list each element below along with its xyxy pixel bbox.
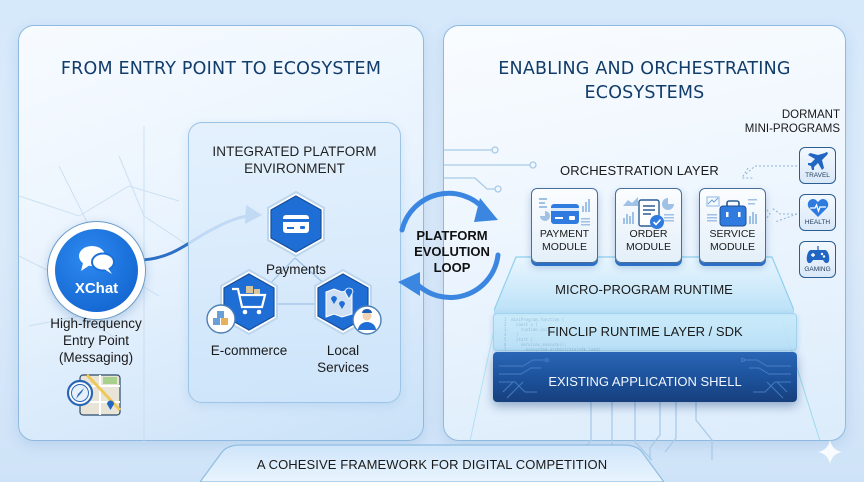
right-panel-title: ENABLING AND ORCHESTRATING ECOSYSTEMS	[444, 57, 845, 105]
entry-label-line: (Messaging)	[58, 350, 134, 365]
finclip-layer-label: FINCLIP RUNTIME LAYER / SDK	[547, 324, 743, 339]
entry-label-line: High-frequency	[50, 316, 142, 331]
integrated-title-line: ENVIRONMENT	[244, 161, 345, 176]
order-module-label: MODULE	[626, 241, 671, 253]
existing-application-shell: EXISTING APPLICATION SHELL	[493, 352, 797, 402]
left-panel-title: FROM ENTRY POINT TO ECOSYSTEM	[60, 59, 382, 79]
dormant-health-tile[interactable]: HEALTH	[799, 194, 836, 231]
health-label: HEALTH	[804, 219, 831, 226]
integrated-platform-title: INTEGRATED PLATFORM ENVIRONMENT	[189, 143, 400, 177]
loop-label-line: EVOLUTION	[414, 244, 490, 259]
xchat-label: XChat	[74, 280, 119, 297]
gaming-label: GAMING	[804, 266, 831, 273]
briefcase-icon	[706, 196, 757, 227]
orchestration-layer-title: ORCHESTRATION LAYER	[560, 163, 719, 178]
shell-label: EXISTING APPLICATION SHELL	[548, 374, 742, 389]
order-module-label: ORDER	[629, 228, 668, 240]
payment-module-label: PAYMENT	[539, 228, 590, 240]
airplane-icon	[807, 152, 828, 170]
platform-evolution-loop-label: PLATFORM EVOLUTION LOOP	[404, 228, 500, 276]
payment-module-label: MODULE	[542, 241, 587, 253]
dormant-title-line: MINI-PROGRAMS	[744, 123, 840, 135]
local-services-label-line: Local	[326, 343, 360, 358]
right-title-line: ENABLING AND ORCHESTRATING	[498, 59, 791, 79]
entry-point-label: High-frequency Entry Point (Messaging)	[30, 315, 162, 366]
service-module-card[interactable]: SERVICE MODULE	[699, 188, 766, 263]
map-compass-icon	[66, 374, 122, 416]
document-check-icon	[623, 197, 674, 229]
gamepad-icon	[806, 246, 829, 264]
footer-tagline: A COHESIVE FRAMEWORK FOR DIGITAL COMPETI…	[256, 457, 608, 472]
finclip-runtime-layer: 1 miniProgram.function { 2 const x { 3 r…	[493, 313, 797, 352]
right-title-line: ECOSYSTEMS	[584, 83, 705, 103]
code-snippet-decoration: 1 miniProgram.function { 2 const x { 3 r…	[504, 317, 601, 352]
travel-label: TRAVEL	[805, 172, 830, 179]
xchat-entry-button[interactable]: XChat	[47, 221, 146, 320]
dormant-gaming-tile[interactable]: GAMING	[799, 241, 836, 278]
order-module-card[interactable]: ORDER MODULE	[615, 188, 682, 263]
payment-module-card[interactable]: PAYMENT MODULE	[531, 188, 598, 263]
local-services-label-line: Services	[317, 360, 369, 375]
local-services-label: Local Services	[305, 342, 381, 376]
ecommerce-label: E-commerce	[210, 343, 288, 358]
integrated-title-line: INTEGRATED PLATFORM	[212, 144, 377, 159]
service-module-label: SERVICE	[709, 228, 756, 240]
payments-label: Payments	[265, 262, 327, 277]
dormant-mini-programs-title: DORMANT MINI-PROGRAMS	[700, 108, 840, 136]
chat-bubbles-icon	[78, 246, 115, 274]
loop-label-line: LOOP	[433, 260, 471, 275]
dormant-title-line: DORMANT	[781, 109, 840, 121]
micro-program-runtime-label: MICRO-PROGRAM RUNTIME	[555, 282, 733, 297]
heart-pulse-icon	[807, 199, 828, 217]
entry-label-line: Entry Point	[62, 333, 130, 348]
loop-label-line: PLATFORM	[416, 228, 488, 243]
footer-banner	[200, 444, 664, 482]
credit-card-icon	[539, 198, 590, 226]
dormant-travel-tile[interactable]: TRAVEL	[799, 147, 836, 184]
service-module-label: MODULE	[710, 241, 755, 253]
